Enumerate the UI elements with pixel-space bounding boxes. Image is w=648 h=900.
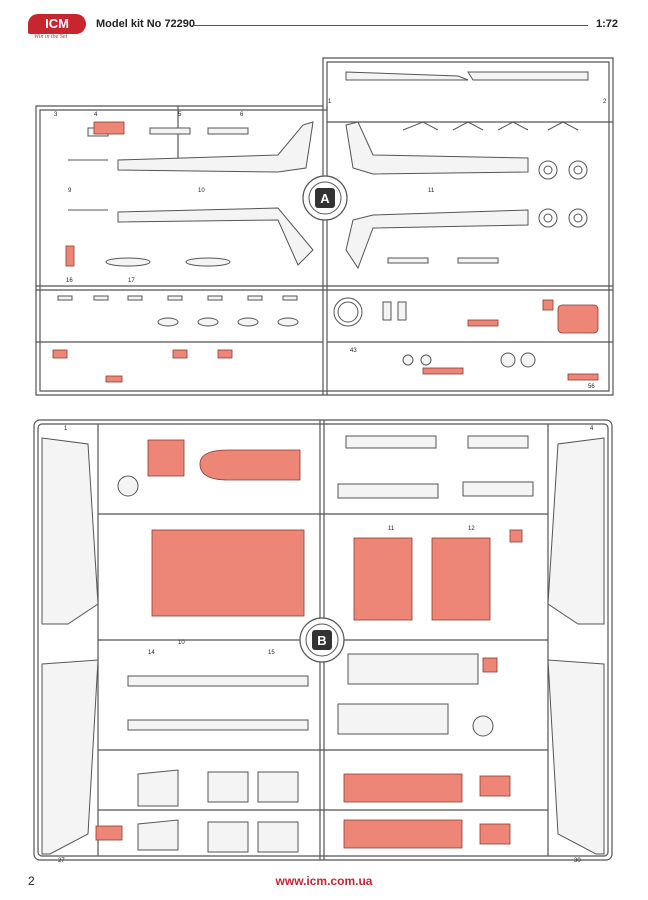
part-label: 11 (428, 188, 435, 194)
kit-number: Model kit No 72290 (96, 18, 196, 30)
part-label: 9 (68, 188, 72, 194)
highlight-part-28 (343, 819, 463, 849)
sprue-a: A (35, 57, 614, 396)
part-16 (347, 653, 479, 685)
wing-part-4 (547, 437, 605, 625)
part-label: 17 (128, 278, 135, 284)
highlight-part-7 (199, 449, 301, 481)
highlight-part-24 (343, 773, 463, 803)
sprue-b-frame (33, 419, 613, 861)
sprue-b-letter: B (317, 633, 326, 648)
part-label: 1 (328, 99, 332, 105)
part-label: 30 (574, 858, 581, 864)
highlight-part-12 (431, 537, 491, 621)
sprue-b: B 1 4 10 11 (33, 419, 613, 864)
part-label: 4 (590, 426, 594, 432)
sprue-a-letter: A (320, 191, 330, 206)
wing-part-30 (547, 659, 605, 855)
page-header: ICM Win in the Set Model kit No 72290 1:… (0, 0, 648, 44)
part-label: 1 (64, 426, 68, 432)
part-label: 27 (58, 858, 65, 864)
part-label: 56 (588, 384, 595, 390)
highlight-part-4 (93, 121, 125, 135)
highlight-part-10 (151, 529, 305, 617)
fuselage-part-14 (345, 209, 529, 270)
part-label: 10 (178, 640, 185, 646)
highlight-part-11 (353, 537, 413, 621)
part-label: 12 (468, 526, 475, 532)
scale-label: 1:72 (596, 18, 619, 30)
header-rule (192, 25, 588, 26)
sprue-a-badge (315, 188, 335, 208)
part-label: 11 (388, 526, 395, 532)
fuselage-part-13 (117, 207, 314, 266)
part-label: 3 (54, 112, 58, 118)
part-label: 14 (148, 650, 155, 656)
part-label: 5 (178, 112, 182, 118)
part-label: 15 (268, 650, 275, 656)
part-label: 4 (94, 112, 98, 118)
part-label: 16 (66, 278, 73, 284)
wing-part-26 (41, 659, 99, 855)
website-link[interactable]: www.icm.com.ua (275, 874, 373, 888)
part-label: 10 (198, 188, 205, 194)
part-label: 6 (240, 112, 244, 118)
logo-tagline: Win in the Set (34, 34, 68, 40)
fuselage-part-10 (117, 121, 314, 173)
highlight-part-16 (65, 245, 75, 267)
wing-part-1 (41, 437, 99, 625)
highlight-part-35 (557, 304, 599, 334)
part-label: 43 (350, 348, 357, 354)
icm-logo: ICM Win in the Set (28, 14, 86, 42)
sprue-a-frame (35, 57, 614, 396)
highlight-part-6 (147, 439, 185, 477)
fuselage-part-11 (345, 121, 529, 175)
sprue-b-badge (312, 630, 332, 650)
page-number: 2 (28, 874, 35, 888)
part-label: 2 (603, 99, 607, 105)
logo-text: ICM (28, 14, 86, 34)
